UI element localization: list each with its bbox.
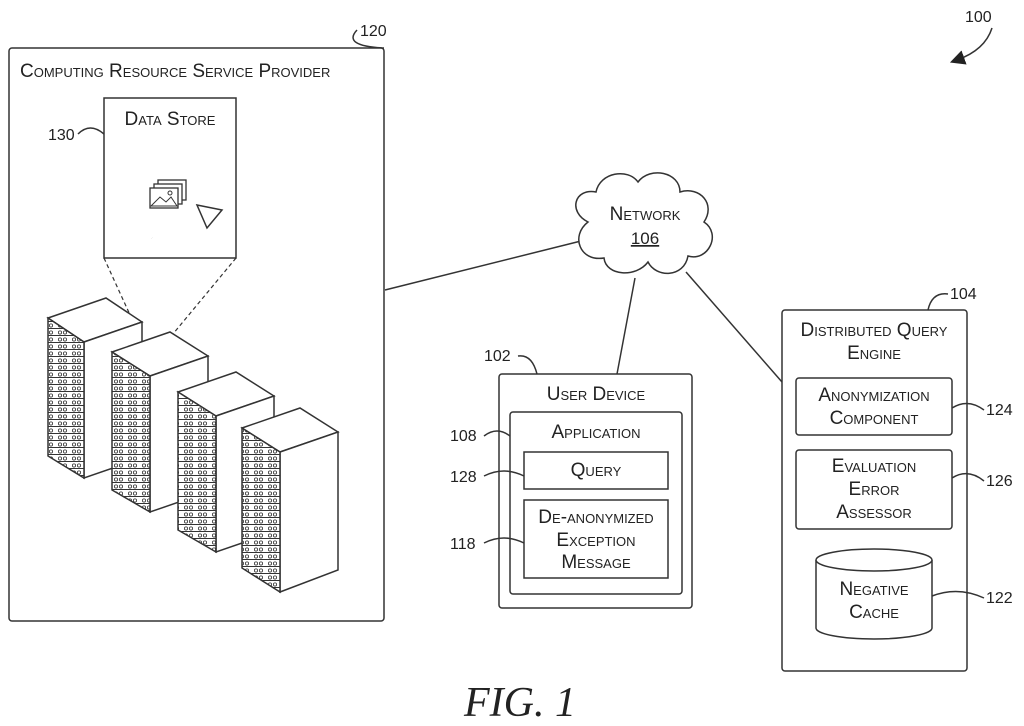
exception-message-ref: 118	[450, 536, 476, 553]
application-title: Application	[551, 422, 640, 443]
anonymization-line1: Anonymization	[818, 385, 929, 406]
engine-ref-leader	[928, 294, 948, 310]
link-provider-network	[385, 240, 585, 290]
figure-ref-arrow	[957, 28, 992, 60]
anonymization-line2: Component	[830, 408, 919, 429]
negative-cache-line1: Negative	[839, 579, 908, 600]
data-store-ref: 130	[48, 127, 75, 144]
provider-title: Computing Resource Service Provider	[20, 61, 330, 82]
exception-message-line1: De-anonymized	[538, 507, 653, 528]
anonymization-ref: 124	[986, 402, 1013, 419]
exception-message-line3: Message	[561, 552, 631, 573]
user-device-title: User Device	[547, 384, 646, 405]
network-ref: 106	[631, 229, 659, 248]
evaluation-line1: Evaluation	[832, 456, 916, 477]
engine-ref: 104	[950, 286, 977, 303]
query-ref: 128	[450, 469, 477, 486]
query-title: Query	[571, 460, 622, 481]
data-store-title: Data Store	[125, 109, 216, 130]
engine-title-line2: Engine	[847, 343, 901, 364]
evaluation-ref: 126	[986, 473, 1013, 490]
exception-message-line2: Exception	[556, 530, 635, 551]
link-network-user-device	[617, 278, 635, 374]
link-network-engine	[686, 272, 782, 382]
negative-cache-ref: 122	[986, 590, 1013, 607]
figure-caption: FIG. 1	[463, 680, 576, 726]
server-rack-4	[242, 408, 338, 592]
application-ref: 108	[450, 428, 477, 445]
figure-ref-100: 100	[965, 9, 992, 26]
user-device-ref: 102	[484, 348, 511, 365]
network-title: Network	[610, 204, 681, 225]
negative-cache-line2: Cache	[849, 602, 899, 623]
evaluation-line3: Assessor	[836, 502, 912, 523]
user-device-ref-leader	[518, 356, 537, 374]
evaluation-line2: Error	[849, 479, 900, 500]
provider-ref: 120	[360, 23, 387, 40]
engine-title-line1: Distributed Query	[801, 320, 948, 341]
